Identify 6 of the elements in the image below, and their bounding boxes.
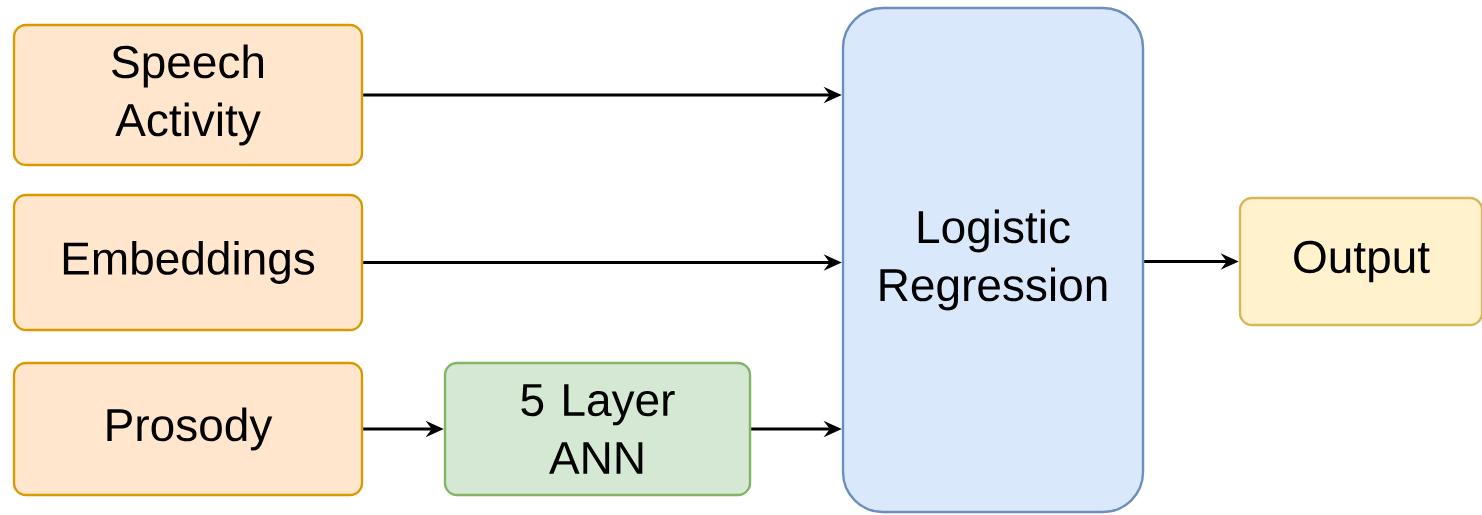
process-box: 5 Layer ANN [443, 361, 752, 497]
process-box: Prosody [12, 361, 364, 497]
process-box: Embeddings [12, 193, 364, 332]
process-box: Output [1238, 196, 1482, 327]
process-box: Speech Activity [12, 23, 364, 167]
process-box: Logistic Regression [841, 6, 1145, 514]
